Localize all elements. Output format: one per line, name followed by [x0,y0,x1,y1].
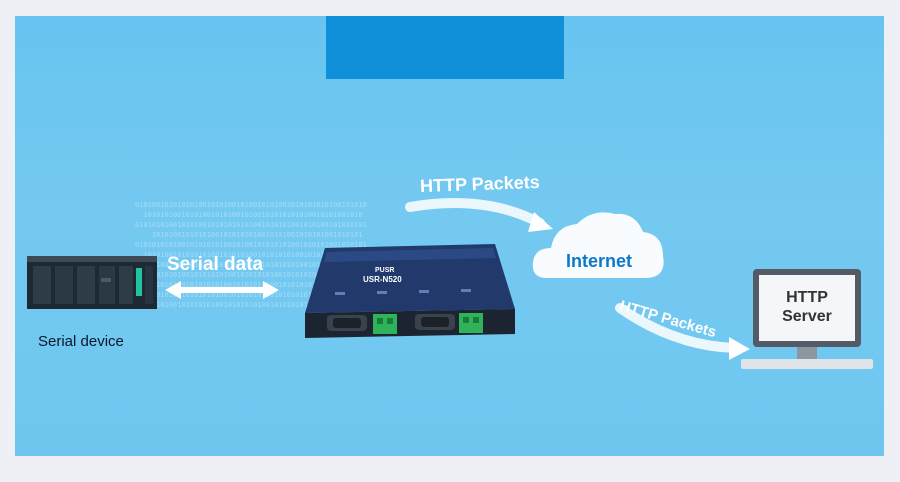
device-model-text: USR-N520 [363,275,402,284]
serial-data-label: Serial data [167,254,264,275]
top-banner-tab [326,16,564,79]
monitor-icon [741,269,873,369]
http-top-arrow [405,198,553,232]
binary-stream-decoration: 0101001010101010010101001010010101001010… [135,201,367,309]
http-server-line-1: HTTP [786,289,828,306]
serial-device-label: Serial device [38,333,124,350]
internet-label: Internet [566,251,633,271]
http-server-line-2: Server [782,308,832,325]
diagram-panel: 0101001010101010010101001010010101001010… [15,16,884,456]
device-brand-text: PUSR [375,267,394,274]
http-bottom-arrow [615,303,750,360]
serial-device-icon [27,256,157,309]
serial-data-arrow [165,281,279,299]
usr-n520-device-icon: PUSR USR-N520 [305,244,515,338]
cloud-icon [532,212,664,278]
http-server-label: HTTP Server [762,288,852,326]
http-packets-top-label: HTTP Packets [419,171,541,197]
